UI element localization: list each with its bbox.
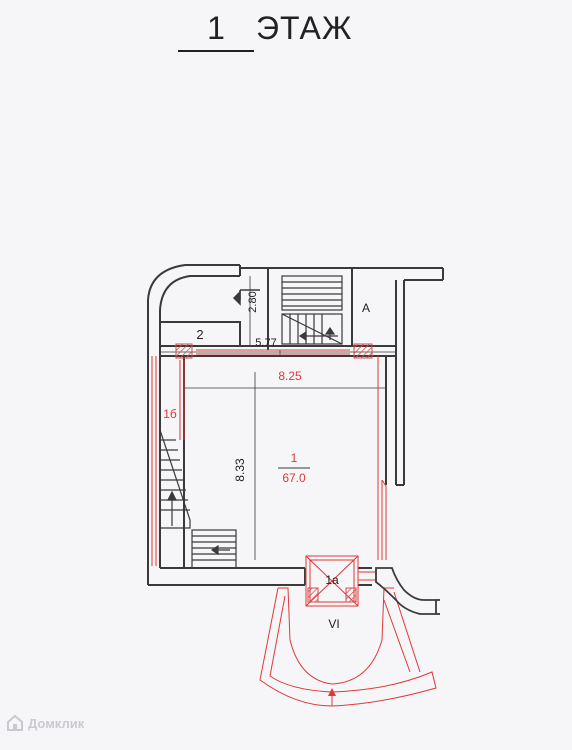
room-1-area: 67.0 xyxy=(282,471,306,485)
room-1-number: 1 xyxy=(291,451,298,465)
hatched-columns xyxy=(175,343,373,603)
floor-number: 1 xyxy=(207,10,225,46)
watermark-text: Домклик xyxy=(28,715,85,731)
watermark: Домклик xyxy=(6,712,84,734)
dimension-lines xyxy=(160,276,396,560)
dim-stair-width: 5.77 xyxy=(255,337,276,349)
stair-top-block xyxy=(232,289,260,306)
stairs-top xyxy=(281,275,343,345)
stairs-west xyxy=(159,429,237,569)
room-1a-label: 1а xyxy=(325,573,339,587)
room-a-label: А xyxy=(362,301,370,315)
exterior-step xyxy=(375,567,440,615)
room-1b-label: 1б xyxy=(163,407,177,421)
dim-main-width: 8.25 xyxy=(278,369,302,383)
house-logo-icon xyxy=(7,714,23,731)
outer-walls xyxy=(147,264,444,586)
dim-stair-height: 2.80 xyxy=(247,291,259,312)
red-outlines xyxy=(151,349,437,707)
title-underline xyxy=(178,12,254,52)
floor-title: 1 ЭТАЖ xyxy=(0,0,572,60)
room-vi-label: VI xyxy=(328,617,339,631)
dim-main-depth: 8.33 xyxy=(233,458,247,482)
curved-corner-inner xyxy=(159,275,240,311)
floor-label: ЭТАЖ xyxy=(256,10,353,46)
room-2-label: 2 xyxy=(196,327,203,342)
curved-corner-wall xyxy=(147,264,240,310)
